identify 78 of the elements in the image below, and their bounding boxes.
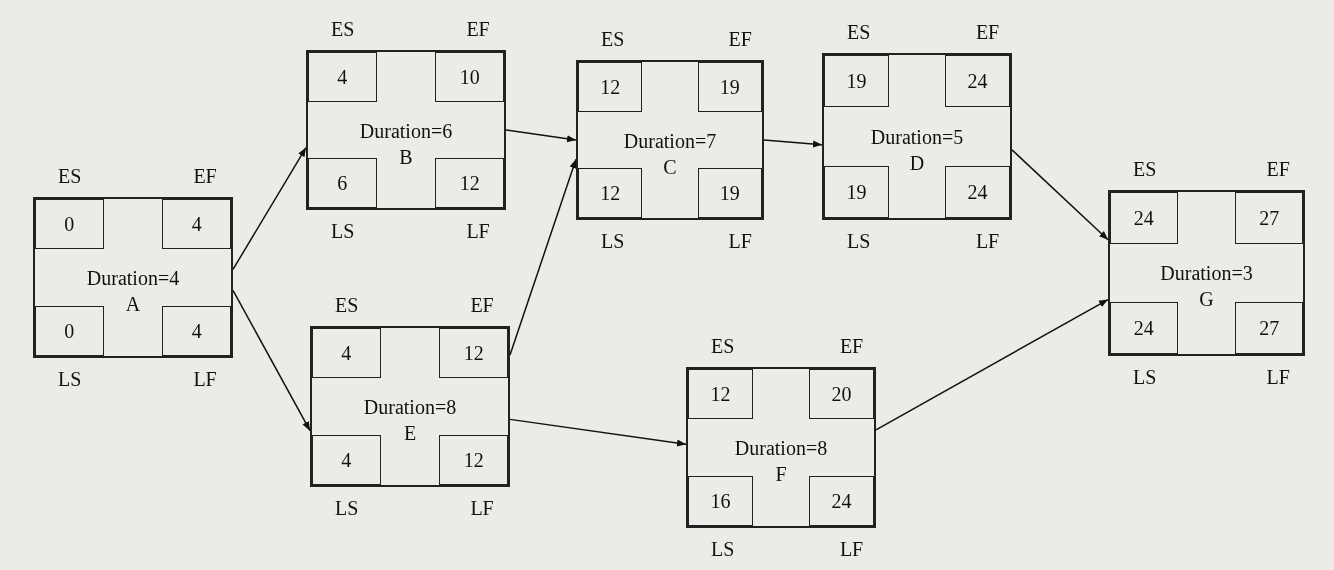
time-label: LS — [601, 231, 625, 251]
time-label: LS — [711, 539, 735, 559]
activity-name: F — [775, 464, 787, 485]
time-label: LF — [1266, 367, 1290, 387]
time-value: 12 — [710, 384, 731, 405]
time-label: EF — [975, 22, 1000, 42]
time-label: LS — [331, 221, 355, 241]
time-value: 27 — [1259, 207, 1280, 228]
time-label: EF — [466, 19, 490, 39]
time-value: 0 — [64, 214, 75, 235]
time-value: 4 — [337, 66, 348, 87]
time-label: EF — [728, 29, 752, 49]
time-value: 19 — [846, 71, 867, 92]
time-value: 12 — [459, 173, 480, 194]
activity-name: D — [909, 152, 925, 173]
time-value: 12 — [463, 449, 484, 470]
time-value: 24 — [967, 71, 988, 92]
time-label: ES — [58, 166, 82, 186]
duration-label: Duration=8 — [734, 438, 828, 459]
time-value: 27 — [1259, 318, 1280, 339]
activity-name: B — [399, 146, 413, 167]
duration-label: Duration=7 — [623, 130, 717, 151]
time-label: ES — [1133, 159, 1157, 179]
duration-label: Duration=6 — [359, 120, 453, 141]
time-value: 6 — [337, 173, 348, 194]
arrow — [875, 298, 1109, 431]
time-label: LS — [58, 369, 82, 389]
time-value: 4 — [341, 343, 352, 364]
time-value: 0 — [64, 320, 75, 341]
arrow — [505, 129, 577, 143]
time-label: LS — [335, 498, 359, 518]
time-value: 12 — [463, 343, 484, 364]
time-label: EF — [1266, 159, 1290, 179]
time-value: 24 — [967, 181, 988, 202]
arrow — [509, 418, 687, 447]
arrow — [232, 289, 311, 432]
time-value: 19 — [719, 76, 740, 97]
time-label: EF — [839, 336, 864, 356]
time-value: 4 — [341, 449, 352, 470]
time-value: 12 — [600, 76, 621, 97]
arrow — [509, 158, 577, 356]
activity-name: A — [125, 294, 141, 315]
time-label: LS — [847, 231, 871, 251]
time-label: LF — [470, 498, 494, 518]
time-value: 19 — [846, 181, 867, 202]
time-value: 24 — [1133, 318, 1154, 339]
time-label: LF — [975, 231, 1000, 251]
time-label: LF — [193, 369, 217, 389]
time-label: ES — [601, 29, 625, 49]
time-label: LS — [1133, 367, 1157, 387]
time-value: 10 — [459, 66, 480, 87]
time-label: EF — [193, 166, 217, 186]
duration-label: Duration=8 — [363, 397, 457, 418]
duration-label: Duration=5 — [870, 126, 964, 147]
duration-label: Duration=3 — [1160, 263, 1253, 284]
time-label: LF — [466, 221, 490, 241]
time-label: ES — [331, 19, 355, 39]
activity-name: C — [663, 156, 677, 177]
time-value: 19 — [719, 183, 740, 204]
time-value: 24 — [831, 490, 852, 511]
arrow — [1011, 149, 1109, 241]
time-label: ES — [847, 22, 871, 42]
activity-name: G — [1199, 289, 1214, 310]
time-value: 4 — [191, 214, 202, 235]
arrow — [232, 146, 307, 271]
time-value: 12 — [600, 183, 621, 204]
time-value: 24 — [1133, 207, 1154, 228]
time-value: 20 — [831, 384, 852, 405]
time-label: ES — [711, 336, 735, 356]
time-value: 4 — [191, 320, 202, 341]
arrow — [763, 139, 823, 148]
time-value: 16 — [710, 490, 731, 511]
duration-label: Duration=4 — [86, 268, 180, 289]
activity-name: E — [403, 423, 417, 444]
time-label: LF — [728, 231, 752, 251]
time-label: ES — [335, 295, 359, 315]
time-label: EF — [470, 295, 494, 315]
time-label: LF — [839, 539, 864, 559]
